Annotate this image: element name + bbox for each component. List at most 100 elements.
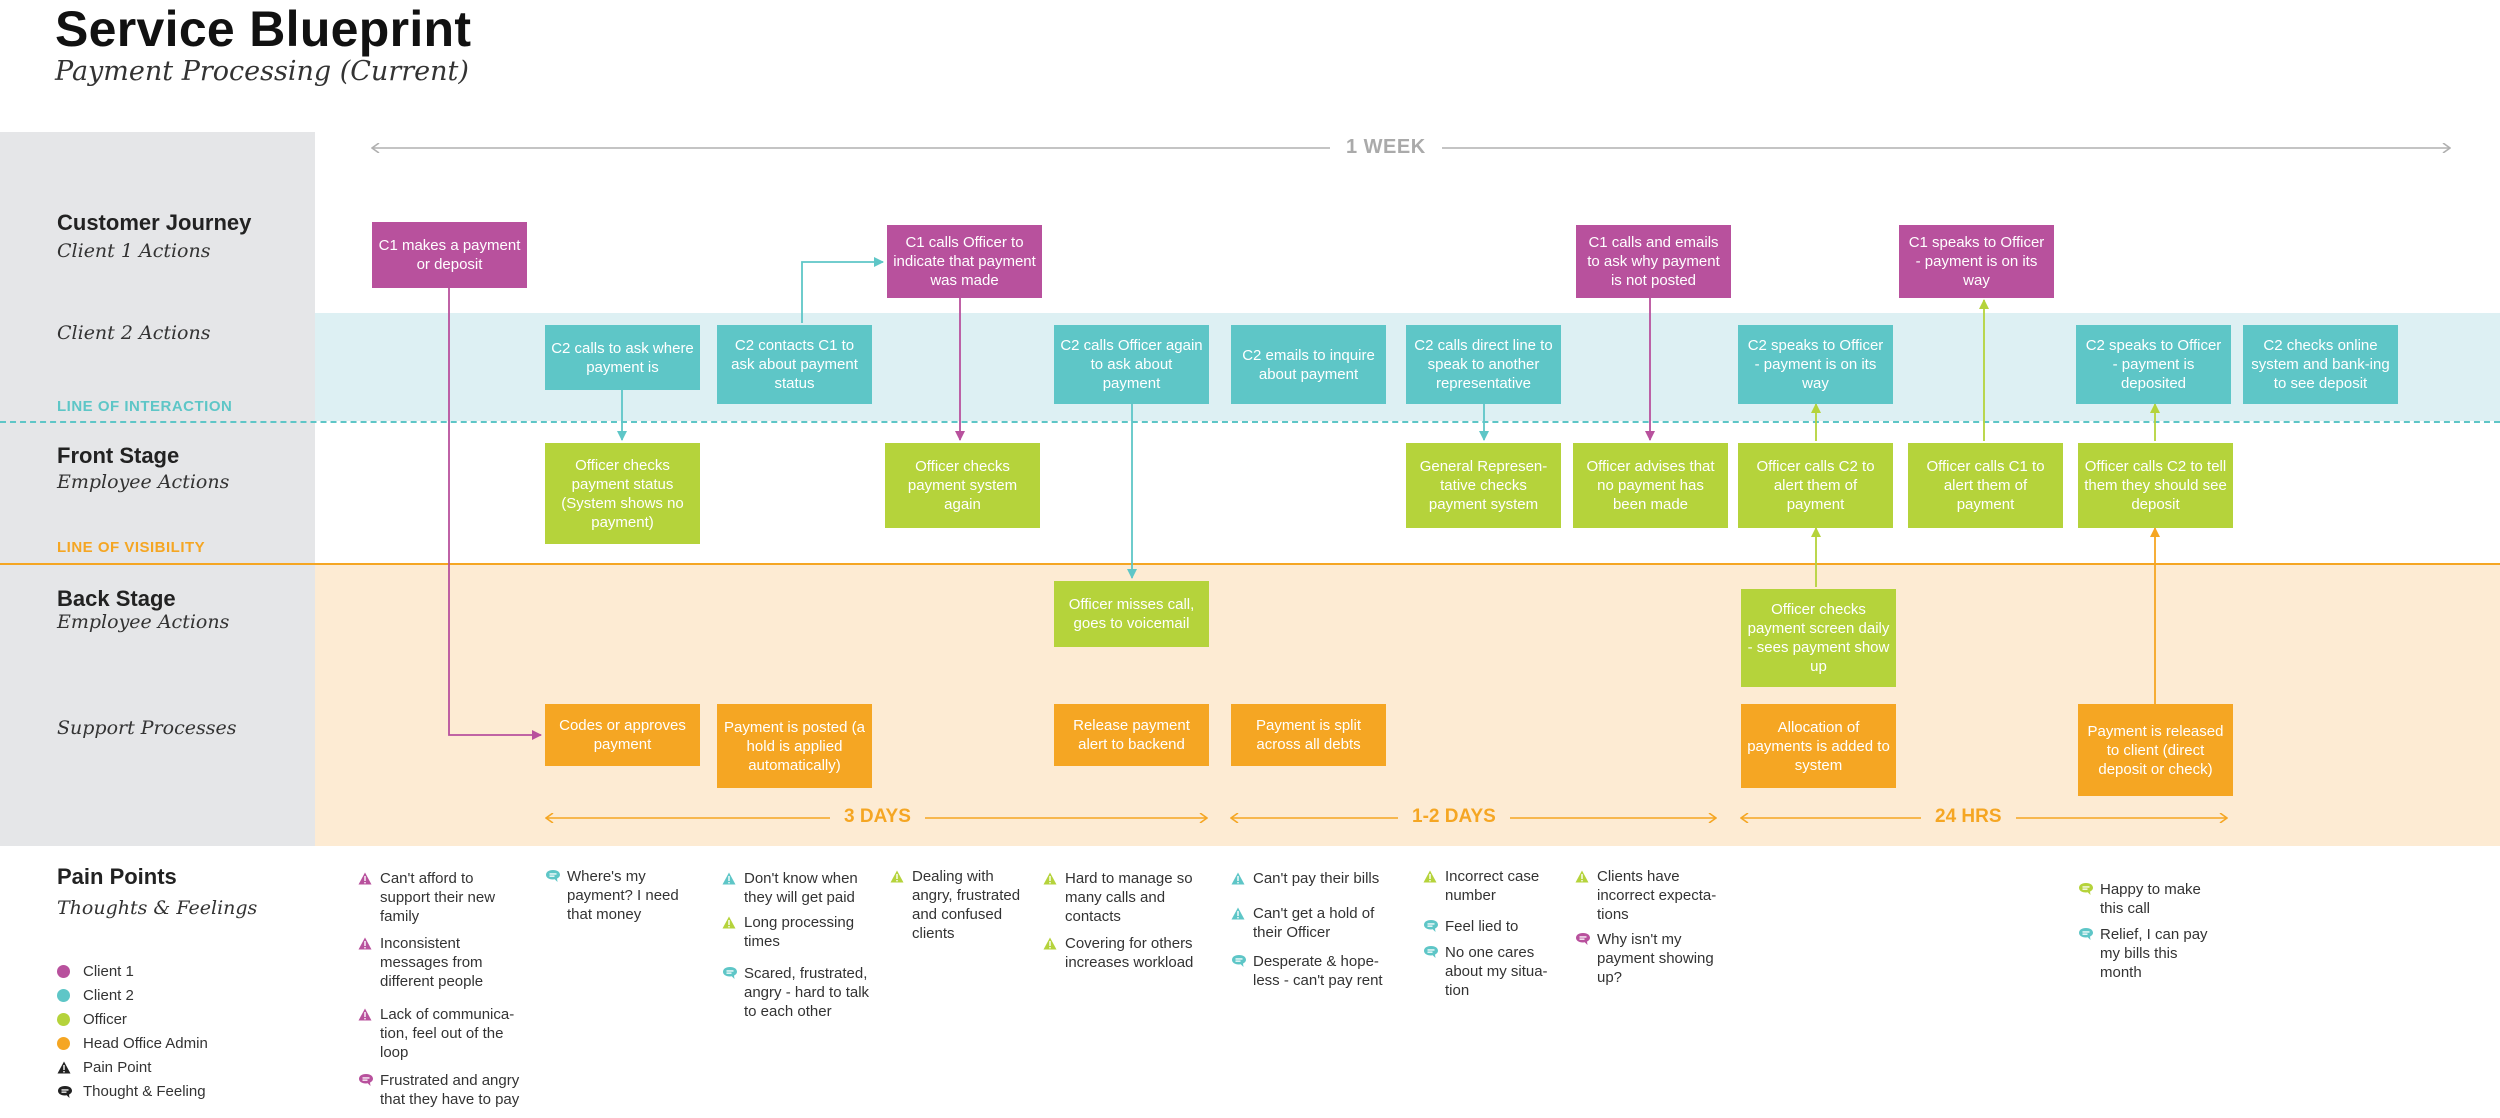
thought-bubble-icon [358,1071,380,1089]
pain-point-item: Can't get a hold of their Officer [1231,904,1386,942]
support-process-box: Release payment alert to backend [1054,704,1209,766]
pain-point-item: Long processing times [722,913,877,951]
support-processes-label: Support Processes [57,717,237,739]
c1-step-box: C1 makes a payment or deposit [372,222,527,288]
thought-bubble-icon [1231,952,1253,970]
support-process-box: Codes or approves payment [545,704,700,766]
pain-triangle-icon [722,869,744,887]
front-stage-sub: Employee Actions [57,471,230,493]
pain-triangle-icon [1231,904,1253,922]
lane-header-column [0,132,315,846]
thought-feeling-text: Why isn't my payment showing up? [1597,931,1714,986]
duration-label: 1-2 DAYS [1398,806,1510,828]
legend-label: Pain Point [83,1059,152,1076]
back-stage-box: Officer misses call, goes to voicemail [1054,581,1209,647]
thought-bubble-icon [722,964,744,982]
pain-points-title: Pain Points [57,864,177,889]
legend-head-office-admin: Head Office Admin [57,1035,208,1052]
pain-triangle-icon [1423,867,1445,885]
pain-triangle-icon [358,934,380,952]
pain-point-item: Can't afford to support their new family [358,869,518,926]
thought-feeling-item: Why isn't my payment showing up? [1575,930,1725,987]
legend-label: Thought & Feeling [83,1083,206,1100]
front-stage-box: Officer advises that no payment has been… [1573,443,1728,528]
pain-point-text: Don't know when they will get paid [744,870,858,906]
head-office-admin-dot-icon [57,1037,70,1050]
support-process-box: Allocation of payments is added to syste… [1741,704,1896,788]
legend-client2: Client 2 [57,987,134,1004]
line-of-interaction-label: LINE OF INTERACTION [57,398,233,415]
c2-step-box: C2 calls Officer again to ask about paym… [1054,325,1209,404]
pain-point-item: Don't know when they will get paid [722,869,877,907]
back-stage-title: Back Stage [57,586,176,611]
pain-point-text: Inconsistent messages from different peo… [380,935,484,990]
pain-point-text: Can't get a hold of their Officer [1253,905,1375,941]
pain-point-text: Lack of communica-tion, feel out of the … [380,1006,515,1061]
pain-triangle-icon [1575,867,1597,885]
thought-feeling-item: Scared, frustrated, angry - hard to talk… [722,964,882,1021]
thought-bubble-icon [57,1085,83,1099]
pain-point-text: Can't afford to support their new family [380,870,496,925]
c1-step-box: C1 speaks to Officer - payment is on its… [1899,225,2054,298]
pain-triangle-icon [722,913,744,931]
pain-point-item: Hard to manage so many calls and contact… [1043,869,1203,926]
front-stage-title: Front Stage [57,443,180,468]
thought-feeling-text: Relief, I can pay my bills this month [2100,926,2208,981]
pain-point-item: Can't pay their bills [1231,869,1391,888]
thought-feeling-text: Frustrated and angry that they have to p… [380,1072,520,1108]
c2-step-box: C2 calls to ask where payment is [545,325,700,390]
thought-feeling-item: Frustrated and angry that they have to p… [358,1071,528,1109]
pain-point-item: Lack of communica-tion, feel out of the … [358,1005,518,1062]
front-stage-box: Officer checks payment system again [885,443,1040,528]
client1-dot-icon [57,965,70,978]
thought-feeling-item: Relief, I can pay my bills this month [2078,925,2213,982]
legend-thought-feeling: Thought & Feeling [57,1083,206,1100]
pain-triangle-icon [1231,869,1253,887]
legend-label: Officer [83,1011,127,1028]
pain-triangle-icon [1043,934,1065,952]
thought-bubble-icon [2078,925,2100,943]
thought-feeling-text: No one cares about my situa-tion [1445,944,1548,999]
support-process-box: Payment is released to client (direct de… [2078,704,2233,796]
thought-bubble-icon [1423,943,1445,961]
legend-officer: Officer [57,1011,127,1028]
duration-label: 24 HRS [1921,806,2016,828]
thought-feeling-text: Desperate & hope-less - can't pay rent [1253,953,1383,989]
officer-dot-icon [57,1013,70,1026]
pain-point-item: Incorrect case number [1423,867,1553,905]
thought-feeling-text: Feel lied to [1445,918,1519,935]
timeline-label: 1 WEEK [1330,136,1442,159]
thought-feeling-item: Happy to make this call [2078,880,2213,918]
pain-point-text: Covering for others increases workload [1065,935,1194,971]
thought-feeling-item: Feel lied to [1423,917,1553,936]
thought-feeling-item: Desperate & hope-less - can't pay rent [1231,952,1396,990]
pain-point-text: Long processing times [744,914,855,950]
pain-point-text: Hard to manage so many calls and contact… [1065,870,1193,925]
c2-step-box: C2 speaks to Officer - payment is on its… [1738,325,1893,404]
pain-triangle-icon [358,1005,380,1023]
thought-feeling-text: Where's my payment? I need that money [567,868,679,923]
pain-point-item: Covering for others increases workload [1043,934,1203,972]
line-of-visibility-label: LINE OF VISIBILITY [57,539,206,556]
front-stage-box: Officer calls C2 to alert them of paymen… [1738,443,1893,528]
front-stage-box: Officer calls C1 to alert them of paymen… [1908,443,2063,528]
client2-dot-icon [57,989,70,1002]
back-stage-box: Officer checks payment screen daily - se… [1741,589,1896,687]
pain-point-text: Clients have incorrect expecta-tions [1597,868,1717,923]
legend-pain-point: Pain Point [57,1059,151,1076]
duration-label: 3 DAYS [830,806,925,828]
pain-triangle-icon [358,869,380,887]
thought-feeling-item: Where's my payment? I need that money [545,867,695,924]
pain-point-item: Clients have incorrect expecta-tions [1575,867,1730,924]
c2-step-box: C2 emails to inquire about payment [1231,325,1386,404]
pain-point-item: Inconsistent messages from different peo… [358,934,518,991]
front-stage-box: Officer calls C2 to tell them they shoul… [2078,443,2233,528]
pain-triangle-icon [890,867,912,885]
line-of-visibility [0,563,2500,565]
c1-step-box: C1 calls and emails to ask why payment i… [1576,225,1731,298]
thought-bubble-icon [545,867,567,885]
thought-feeling-text: Happy to make this call [2100,881,2201,917]
c2-step-box: C2 speaks to Officer - payment is deposi… [2076,325,2231,404]
pain-point-text: Dealing with angry, frustrated and confu… [912,868,1021,942]
thought-feeling-item: No one cares about my situa-tion [1423,943,1558,1000]
